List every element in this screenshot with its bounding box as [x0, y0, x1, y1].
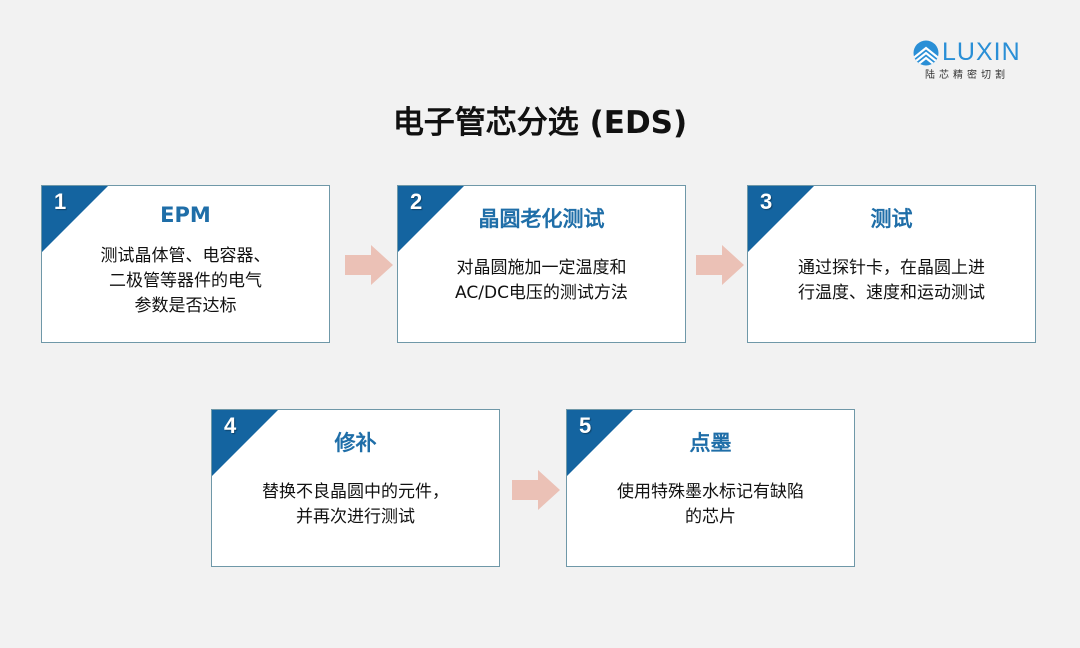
corner-triangle — [42, 186, 108, 252]
step-number: 3 — [760, 189, 773, 214]
arrow-right-icon — [696, 245, 744, 285]
logo-subtitle: 陆芯精密切割 — [925, 70, 1009, 81]
corner-triangle — [567, 410, 633, 476]
step-card-1: 1 EPM 测试晶体管、电容器、 二极管等器件的电气 参数是否达标 — [41, 185, 330, 343]
step-title: 测试 — [870, 207, 913, 231]
step-number: 1 — [54, 189, 67, 214]
arrow-right-icon — [345, 245, 393, 285]
step-title: EPM — [160, 203, 211, 227]
luxin-logo: LUXIN 陆芯精密切割 — [913, 38, 1033, 83]
step-card-3: 3 测试 通过探针卡，在晶圆上进 行温度、速度和运动测试 — [747, 185, 1036, 343]
step-card-4: 4 修补 替换不良晶圆中的元件， 并再次进行测试 — [211, 409, 500, 567]
step-number: 5 — [579, 413, 592, 438]
corner-triangle — [398, 186, 464, 252]
step-title: 修补 — [334, 431, 377, 455]
step-number: 2 — [410, 189, 423, 214]
corner-triangle — [748, 186, 814, 252]
step-description: 通过探针卡，在晶圆上进 行温度、速度和运动测试 — [798, 258, 985, 303]
step-card-2: 2 晶圆老化测试 对晶圆施加一定温度和 AC/DC电压的测试方法 — [397, 185, 686, 343]
step-title: 晶圆老化测试 — [478, 207, 605, 231]
step-description: 对晶圆施加一定温度和 AC/DC电压的测试方法 — [455, 258, 628, 303]
arrow-right-icon — [512, 470, 560, 510]
step-number: 4 — [224, 413, 237, 438]
step-description: 替换不良晶圆中的元件， 并再次进行测试 — [262, 482, 449, 527]
step-title: 点墨 — [689, 431, 732, 455]
page-title: 电子管芯分选 (EDS) — [392, 105, 688, 141]
step-description: 使用特殊墨水标记有缺陷 的芯片 — [617, 482, 804, 527]
step-description: 测试晶体管、电容器、 二极管等器件的电气 参数是否达标 — [100, 246, 271, 316]
corner-triangle — [212, 410, 278, 476]
luxin-logo-icon — [913, 40, 939, 66]
step-card-5: 5 点墨 使用特殊墨水标记有缺陷 的芯片 — [566, 409, 855, 567]
logo-brand-text: LUXIN — [942, 38, 1021, 66]
